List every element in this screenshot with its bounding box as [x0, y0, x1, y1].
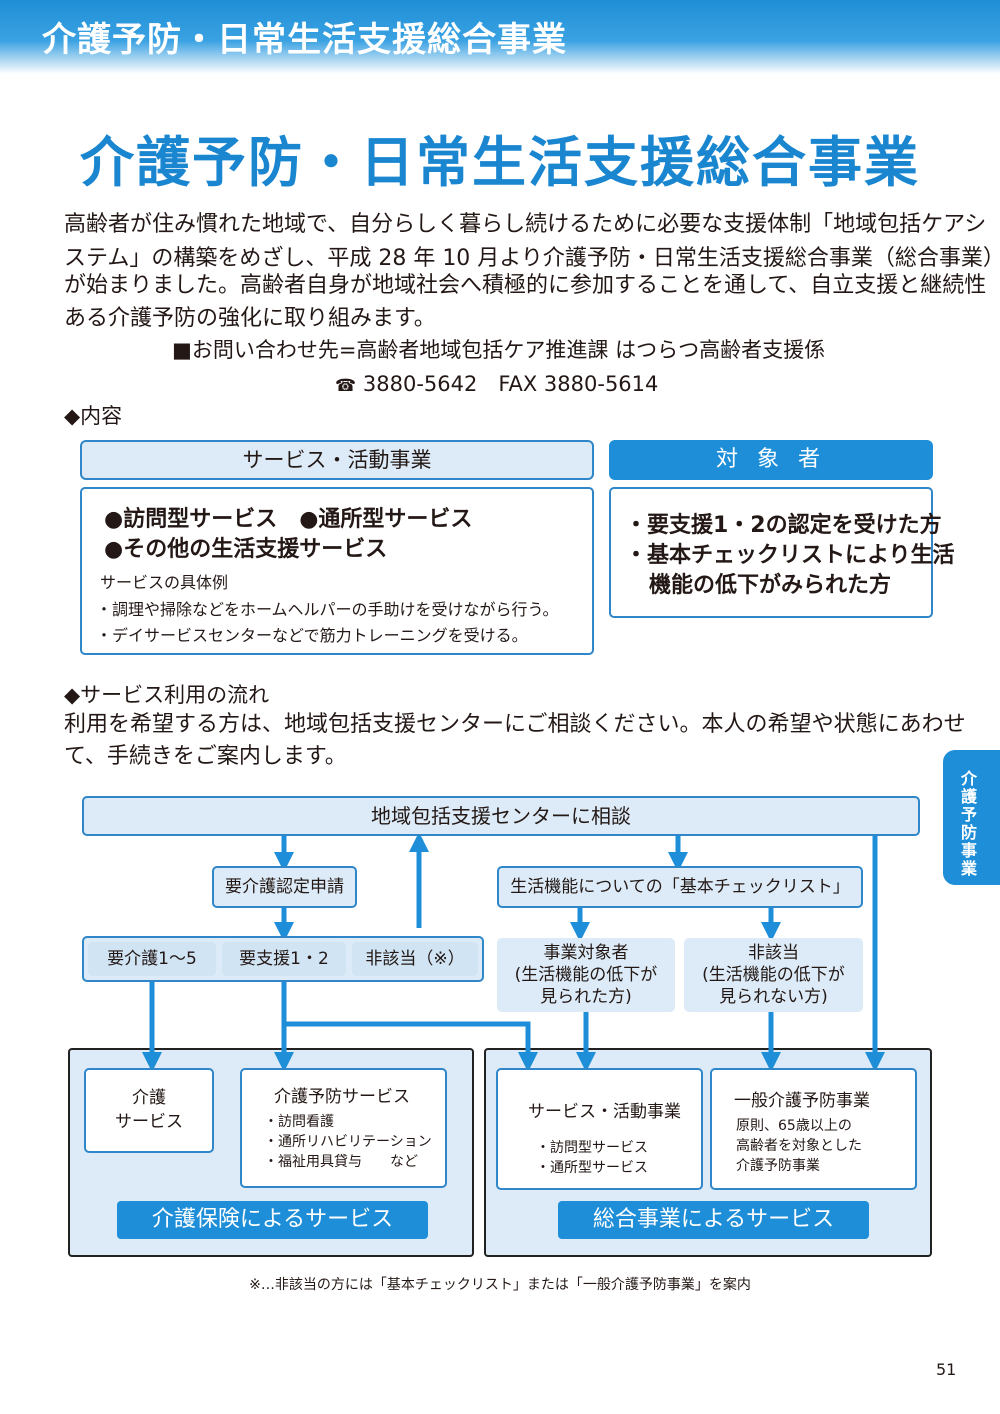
- activity-service-title: サービス・活動事業: [528, 1102, 681, 1122]
- target-line-3: 機能の低下がみられた方: [649, 573, 892, 598]
- contact-info: ■お問い合わせ先=高齢者地域包括ケア推進課 はつらつ高齢者支援係: [172, 338, 826, 362]
- not-applicable2-line-3: 見られない方): [719, 987, 828, 1007]
- flow-desc-1: 利用を希望する方は、地域包括支援センターにご相談ください。本人の希望や状態にあわ…: [64, 712, 966, 737]
- header-band: [0, 0, 1000, 74]
- intro-line-2: ステム」の構築をめざし、平成 28 年 10 月より介護予防・日常生活支援総合事…: [64, 246, 1000, 271]
- intro-line-3: が始まりました。高齢者自身が地域社会へ積極的に参加することを通して、自立支援と継…: [64, 273, 987, 298]
- footnote: ※…非該当の方には「基本チェックリスト」または「一般介護予防事業」を案内: [249, 1277, 751, 1293]
- page-number: 51: [936, 1360, 957, 1379]
- target-box: ・要支援1・2の認定を受けた方 ・基本チェックリストにより生活 機能の低下がみら…: [609, 487, 955, 618]
- phone-icon: ☎: [335, 376, 357, 396]
- service-example-1: ・調理や掃除などをホームヘルパーの手助けを受けながら行う。: [96, 600, 559, 619]
- support-level-box: 要支援1・2: [222, 942, 346, 976]
- not-applicable2-box: 非該当 (生活機能の低下が 見られない方): [684, 938, 863, 1012]
- target-person-line-2: (生活機能の低下が: [514, 965, 658, 985]
- service-box: ●訪問型サービス ●通所型サービス ●その他の生活支援サービス サービスの具体例…: [80, 487, 594, 655]
- care-level-box: 要介護1～5: [88, 942, 216, 976]
- general-prevention-box: 一般介護予防事業 原則、65歳以上の 高齢者を対象とした 介護予防事業: [710, 1068, 917, 1190]
- comprehensive-label: 総合事業によるサービス: [558, 1201, 869, 1239]
- service-examples-title: サービスの具体例: [100, 573, 229, 592]
- service-bullets-1: ●訪問型サービス ●通所型サービス: [104, 507, 473, 532]
- target-person-line-1: 事業対象者: [543, 943, 629, 963]
- care-service-line-2: サービス: [115, 1112, 183, 1132]
- phone-numbers: 3880-5642 FAX 3880-5614: [362, 372, 659, 396]
- service-example-2: ・デイサービスセンターなどで筋力トレーニングを受ける。: [96, 626, 528, 645]
- general-item-2: 高齢者を対象とした: [736, 1138, 862, 1154]
- general-item-3: 介護予防事業: [736, 1158, 820, 1174]
- not-applicable-box: 非該当（※）: [352, 942, 478, 976]
- header-title: 介護予防・日常生活支援総合事業: [42, 20, 567, 60]
- general-prevention-title: 一般介護予防事業: [734, 1091, 870, 1111]
- service-bullets-2: ●その他の生活支援サービス: [104, 537, 388, 562]
- not-applicable2-line-2: (生活機能の低下が: [702, 965, 845, 985]
- phone-info: ☎ 3880-5642 FAX 3880-5614: [335, 368, 658, 398]
- target-line-1: ・要支援1・2の認定を受けた方: [625, 513, 942, 538]
- application-box: 要介護認定申請: [212, 866, 357, 908]
- activity-item-1: ・訪問型サービス: [536, 1140, 648, 1156]
- activity-item-2: ・通所型サービス: [536, 1160, 648, 1176]
- target-line-2: ・基本チェックリストにより生活: [625, 543, 955, 568]
- activity-service-box: サービス・活動事業 ・訪問型サービス ・通所型サービス: [496, 1068, 703, 1190]
- prevention-service-box: 介護予防サービス ・訪問看護 ・通所リハビリテーション ・福祉用具貸与 など: [240, 1068, 447, 1188]
- target-person-line-3: 見られた方): [540, 987, 632, 1007]
- prevention-item-1: ・訪問看護: [264, 1114, 334, 1130]
- flow-desc-2: て、手続きをご案内します。: [64, 744, 347, 769]
- target-person-box: 事業対象者 (生活機能の低下が 見られた方): [497, 938, 675, 1012]
- insurance-label: 介護保険によるサービス: [117, 1201, 428, 1239]
- intro-line-4: ある介護予防の強化に取り組みます。: [64, 306, 436, 331]
- general-item-1: 原則、65歳以上の: [736, 1118, 852, 1134]
- checklist-box: 生活機能についての「基本チェックリスト」: [497, 866, 863, 908]
- prevention-item-2: ・通所リハビリテーション: [264, 1134, 432, 1150]
- page-title: 介護予防・日常生活支援総合事業: [80, 131, 920, 194]
- care-service-box: 介護 サービス: [84, 1068, 214, 1153]
- content-heading: ◆内容: [64, 404, 123, 428]
- service-header: サービス・活動事業: [80, 440, 594, 480]
- prevention-service-title: 介護予防サービス: [274, 1087, 410, 1107]
- intro-line-1: 高齢者が住み慣れた地域で、自分らしく暮らし続けるために必要な支援体制「地域包括ケ…: [64, 212, 987, 237]
- prevention-item-3: ・福祉用具貸与 など: [264, 1154, 418, 1170]
- consult-box: 地域包括支援センターに相談: [82, 796, 920, 836]
- flow-heading: ◆サービス利用の流れ: [64, 683, 270, 707]
- side-tab-label: 介護予防事業: [960, 769, 977, 878]
- side-tab[interactable]: [943, 750, 1000, 885]
- care-service-line-1: 介護: [132, 1088, 166, 1108]
- not-applicable2-line-1: 非該当: [748, 943, 799, 963]
- target-header: 対 象 者: [609, 440, 933, 480]
- arrow-support-to-activity: [284, 1021, 538, 1072]
